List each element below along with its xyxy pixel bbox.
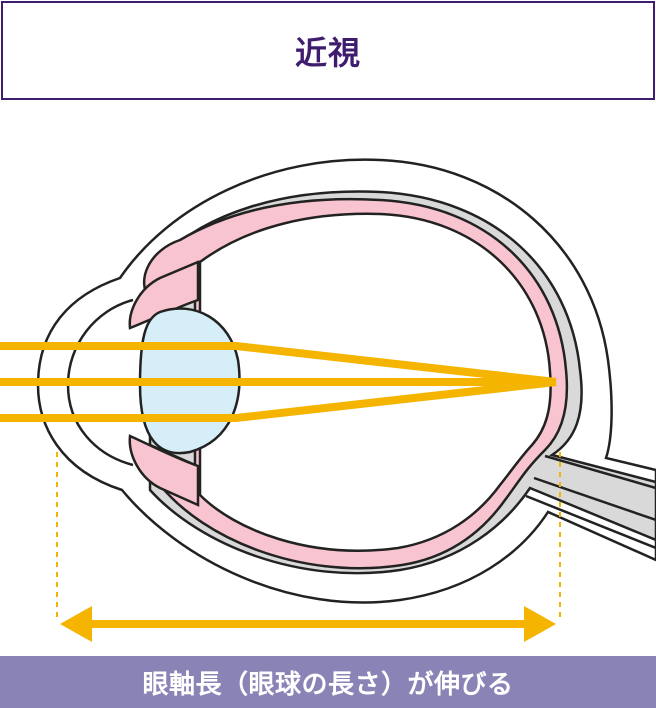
title-box: 近視 <box>1 1 655 100</box>
optic-nerve <box>525 454 656 550</box>
light-ray-top <box>0 342 557 386</box>
page-title: 近視 <box>294 33 361 72</box>
light-rays <box>0 342 557 422</box>
caption-bar: 眼軸長（眼球の長さ）が伸びる <box>0 656 656 708</box>
iris-lower <box>128 434 200 507</box>
axial-length-arrow-icon <box>60 606 556 642</box>
light-ray-bottom <box>0 378 557 422</box>
caption-text: 眼軸長（眼球の長さ）が伸びる <box>142 669 514 700</box>
